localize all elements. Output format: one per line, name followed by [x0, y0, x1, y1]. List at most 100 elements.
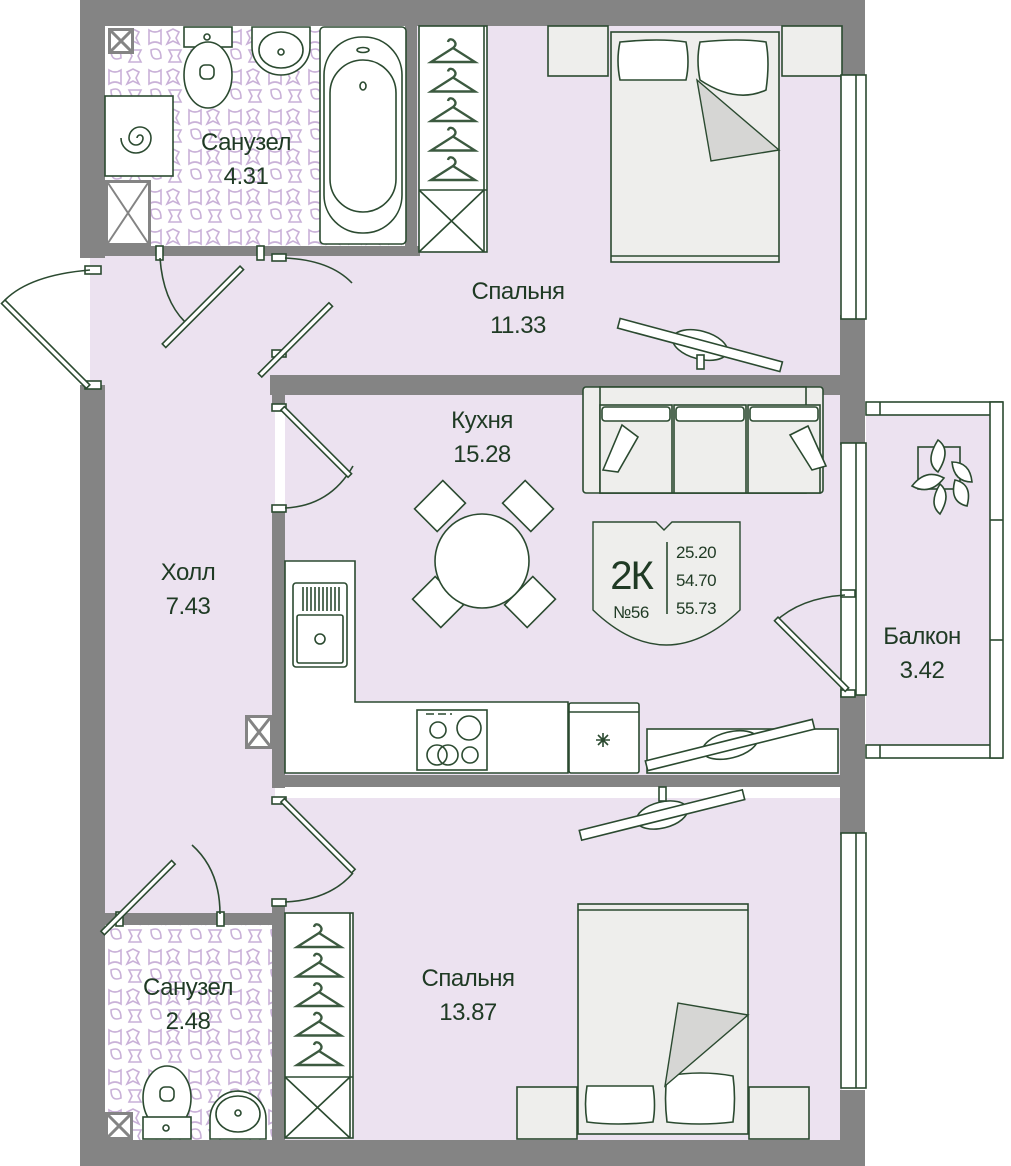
hanger-icons [292, 923, 346, 1067]
ceiling-fan-icon [644, 718, 816, 772]
doors [0, 245, 856, 936]
room-label-bedroom-top: Спальня 11.33 [448, 275, 588, 343]
plant-icon [910, 438, 973, 516]
bathroom-door [99, 844, 225, 936]
windows [840, 74, 867, 1089]
wardrobe-bottom [284, 912, 354, 1139]
wall-right-top [840, 0, 865, 80]
kitchen-sink-icon [292, 582, 348, 668]
room-name: Спальня [471, 278, 565, 305]
chair-icon [501, 479, 555, 533]
room-name: Кухня [451, 407, 513, 434]
room-name: Холл [160, 559, 216, 586]
cushion-icon [788, 424, 828, 471]
balcony-door [773, 589, 856, 698]
wall-hall-bed-right [272, 900, 285, 1140]
wall-top [80, 0, 865, 26]
wall-hall-kitchen2 [272, 508, 285, 788]
wall-bottom [80, 1140, 865, 1166]
kitchen-door [271, 403, 354, 513]
room-label-balcony: Балкон 3.42 [852, 620, 992, 688]
ceiling-fan-icon [616, 317, 784, 373]
hanger-icon [426, 126, 480, 152]
room-label-hall: Холл 7.43 [118, 556, 258, 624]
nightstand-icon [781, 25, 843, 77]
table-icon [434, 513, 530, 609]
pillow-icon [664, 1072, 736, 1125]
bedroom-door [257, 253, 353, 379]
blanket-corner [664, 1002, 750, 1088]
bathroom-bottom-fixtures [142, 1065, 267, 1140]
hanger-icon [426, 97, 480, 123]
fridge-icon [568, 702, 640, 774]
vent-icon [245, 715, 273, 749]
wall-kitchen-bedroom [272, 775, 840, 787]
wardrobe-top [418, 25, 488, 253]
window [840, 832, 867, 1089]
apartment-number: №56 [613, 603, 649, 622]
nightstand-icon [516, 1086, 578, 1140]
room-name: Спальня [421, 965, 515, 992]
pillow-icon [617, 39, 689, 81]
wall-right-mid2 [840, 695, 865, 835]
walls [80, 0, 865, 1166]
room-area: 13.87 [439, 999, 497, 1026]
room-area: 15.28 [453, 441, 511, 468]
vent-icon [105, 1112, 133, 1140]
vent-icon [105, 180, 151, 246]
room-label-bathroom-bottom: Санузел 2.48 [118, 971, 258, 1039]
room-name: Санузел [143, 974, 234, 1001]
wall-left-lower [80, 385, 105, 1166]
bed-bottom [516, 903, 810, 1140]
hanger-icon [426, 156, 480, 182]
room-name: Балкон [883, 623, 961, 650]
room-area: 3.42 [899, 657, 945, 684]
total-area: 54.70 [676, 571, 717, 590]
dining-table-icon [411, 479, 557, 629]
bed-top [547, 25, 843, 263]
sofa-icon [582, 386, 828, 494]
bedroom-door [271, 796, 357, 907]
room-label-kitchen: Кухня 15.28 [412, 404, 552, 472]
bathtub-icon [319, 26, 407, 245]
vent-icons [105, 28, 273, 1140]
room-name: Санузел [201, 129, 292, 156]
floor-hall-bottom [105, 790, 275, 915]
room-area: 11.33 [490, 312, 546, 339]
room-label-bedroom-bottom: Спальня 13.87 [398, 962, 538, 1030]
hanger-icons [426, 38, 480, 182]
chair-icon [413, 479, 467, 533]
toilet-icon [183, 41, 233, 109]
wall-bath-right [405, 26, 417, 256]
hanger-icon [292, 1041, 346, 1067]
wall-right-bottom [840, 1090, 865, 1166]
ceiling-fan-icon [578, 786, 746, 842]
wall-right-mid1 [840, 315, 865, 445]
spiral-icon [120, 126, 152, 154]
room-label-bathroom-top: Санузел 4.31 [176, 126, 316, 194]
pillow-icon [584, 1085, 656, 1125]
vent-icon [108, 28, 134, 54]
bathroom-door [155, 245, 265, 349]
kitchen-counter [284, 560, 839, 774]
toilet-tank [142, 1116, 192, 1140]
balcony-railing [865, 401, 1004, 759]
apartment-areas: 25.20 54.70 55.73 [676, 539, 717, 623]
hanger-icon [426, 67, 480, 93]
total-area-with-balcony: 55.73 [676, 599, 717, 618]
hanger-icon [292, 1011, 346, 1037]
apartment-badge-shape [592, 521, 741, 646]
washing-machine-icon [104, 95, 174, 177]
pillow-icon [697, 39, 769, 96]
bathroom-top-fixtures [104, 26, 407, 245]
wall-bath2-top [105, 913, 273, 925]
room-area: 4.31 [223, 163, 269, 190]
hanger-icon [426, 38, 480, 64]
hanger-icon [292, 982, 346, 1008]
living-area: 25.20 [676, 543, 717, 562]
entry-door [0, 265, 102, 390]
stove-icon [416, 709, 488, 771]
nightstand-icon [547, 25, 609, 77]
cushion-icon [601, 423, 640, 473]
